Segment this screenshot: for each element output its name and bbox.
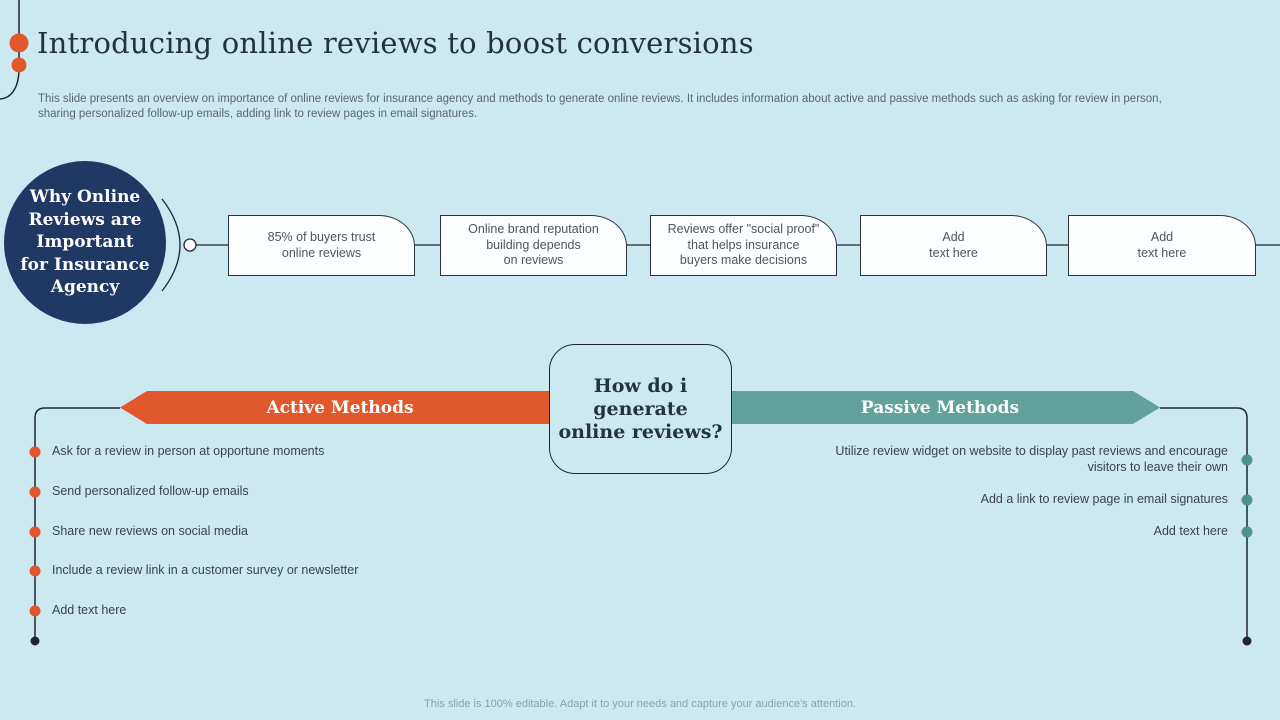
timeline-box-buyers-trust: 85% of buyers trust online reviews	[228, 215, 415, 276]
timeline-box-text: 85% of buyers trust	[267, 230, 376, 244]
timeline-box-text: buyers make decisions	[679, 253, 808, 268]
timeline-box-text: building depends	[486, 237, 581, 252]
timeline-box-text: on reviews	[503, 253, 564, 268]
passive-bullet-dot	[1241, 454, 1253, 466]
why-reviews-circle: Why Online Reviews are Important for Ins…	[4, 161, 166, 324]
question-line: generate	[593, 397, 688, 420]
why-reviews-line: for Insurance	[20, 254, 150, 275]
placeholder-text: Add	[942, 230, 965, 244]
active-methods-label: Active Methods	[266, 397, 414, 418]
slide-description-line2: sharing personalized follow-up emails, a…	[38, 108, 478, 120]
timeline-box-text: that helps insurance	[687, 237, 800, 252]
passive-bullet-dot	[1241, 494, 1253, 506]
title-accent-decoration	[0, 0, 29, 100]
active-method-item: Ask for a review in person at opportune …	[52, 444, 325, 458]
slide-description: This slide presents an overview on impor…	[38, 92, 1238, 122]
passive-bullet-dot	[1241, 526, 1253, 538]
timeline-box-brand-reputation: Online brand reputation building depends…	[440, 215, 627, 276]
placeholder-text: text here	[1137, 245, 1187, 260]
passive-methods-banner: Passive Methods	[720, 391, 1160, 424]
active-bullet-dot	[29, 446, 41, 458]
why-reviews-line: Reviews are	[28, 209, 142, 230]
passive-bracket-end-dot	[1242, 636, 1252, 646]
placeholder-text: Add	[1150, 230, 1174, 244]
decor-bead-small	[11, 57, 27, 73]
passive-method-item-placeholder[interactable]: Add text here	[1153, 524, 1228, 538]
active-method-item: Include a review link in a customer surv…	[52, 563, 359, 577]
why-reviews-line: Agency	[50, 277, 120, 298]
question-line: How do i	[593, 374, 688, 397]
timeline-box-text: online reviews	[281, 245, 362, 260]
passive-method-line: Utilize review widget on website to disp…	[835, 444, 1228, 458]
page-title: Introducing online reviews to boost conv…	[37, 26, 754, 60]
active-bullet-dot	[29, 526, 41, 538]
active-method-item-placeholder[interactable]: Add text here	[52, 603, 127, 617]
active-bullet-dot	[29, 486, 41, 498]
active-bullet-dot	[29, 605, 41, 617]
timeline-box-text: Online brand reputation	[468, 222, 599, 237]
passive-method-line: visitors to leave their own	[1087, 459, 1228, 474]
timeline-box-placeholder-1[interactable]: Add text here	[860, 215, 1047, 276]
active-bracket-end-dot	[30, 636, 40, 646]
placeholder-text: text here	[929, 245, 978, 260]
passive-method-item: Add a link to review page in email signa…	[980, 492, 1228, 506]
editable-note: This slide is 100% editable. Adapt it to…	[424, 698, 856, 710]
timeline-box-social-proof: Reviews offer "social proof" that helps …	[650, 215, 837, 276]
question-box: How do i generate online reviews?	[549, 344, 732, 474]
why-reviews-line: Important	[36, 232, 134, 253]
active-methods-banner: Active Methods	[120, 391, 560, 424]
passive-method-item: Utilize review widget on website to disp…	[798, 444, 1228, 475]
timeline-box-text: Reviews offer "social proof"	[667, 222, 820, 237]
question-line: online reviews?	[558, 420, 723, 443]
active-method-item: Send personalized follow-up emails	[52, 484, 249, 498]
why-reviews-line: Why Online	[29, 187, 141, 208]
timeline-box-placeholder-2[interactable]: Add text here	[1068, 215, 1256, 276]
branch-node-circle	[183, 238, 197, 252]
active-method-item: Share new reviews on social media	[52, 524, 248, 538]
passive-methods-label: Passive Methods	[860, 397, 1020, 418]
decor-bead-large	[9, 33, 29, 53]
active-bullet-dot	[29, 565, 41, 577]
slide-description-line1: This slide presents an overview on impor…	[38, 93, 1162, 105]
